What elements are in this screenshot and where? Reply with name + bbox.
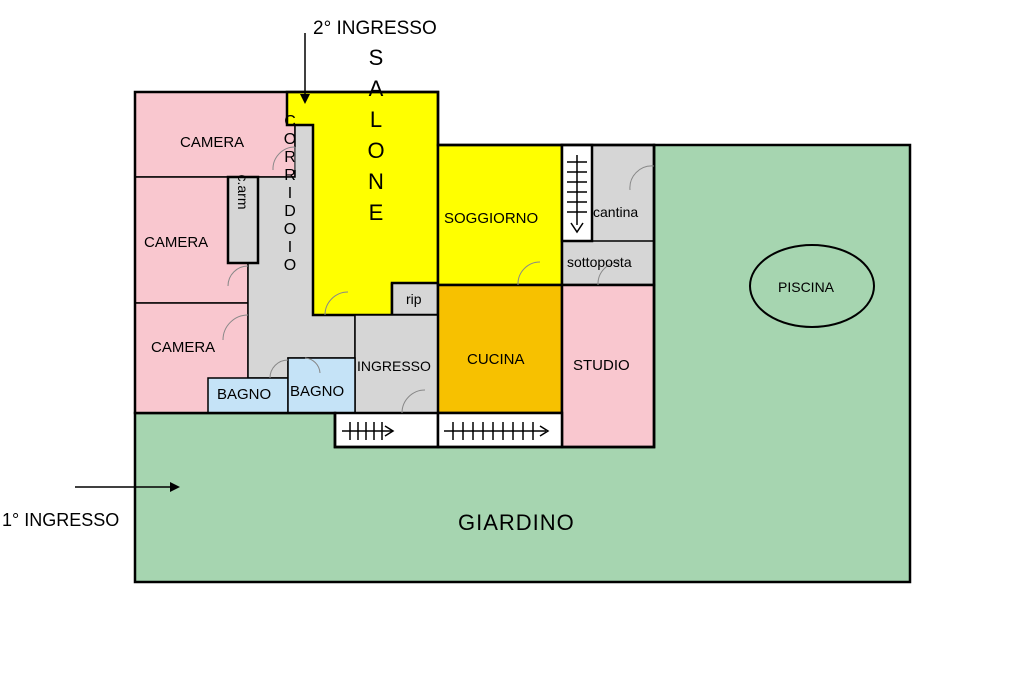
label-second-entrance: 2° INGRESSO — [313, 18, 437, 39]
label-sottoposta: sottoposta — [567, 254, 632, 270]
label-camera-1: CAMERA — [180, 134, 244, 151]
label-ingresso: INGRESSO — [357, 358, 431, 374]
label-cucina: CUCINA — [467, 351, 525, 368]
label-salone: SALONE — [364, 45, 389, 231]
label-closet: c.arm — [235, 175, 251, 210]
label-bagno-1: BAGNO — [217, 386, 271, 403]
label-cantina: cantina — [593, 204, 638, 220]
arrow-second-entrance-icon — [300, 33, 310, 104]
stairs-strip-right — [436, 411, 564, 449]
door-swings — [222, 146, 655, 414]
label-rip: rip — [406, 291, 422, 307]
label-corridoio: CORRIDOIO — [282, 113, 299, 275]
room-bagno-2 — [287, 357, 356, 414]
room-closet — [226, 175, 260, 265]
pool — [749, 244, 875, 328]
label-giardino: GIARDINO — [458, 510, 575, 535]
label-camera-3: CAMERA — [151, 339, 215, 356]
label-first-entrance: 1° INGRESSO — [2, 510, 119, 530]
label-studio: STUDIO — [573, 357, 630, 374]
house-outline — [133, 90, 656, 449]
label-soggiorno: SOGGIORNO — [444, 210, 538, 227]
room-bagno-1 — [207, 377, 289, 414]
room-rip — [390, 281, 440, 317]
stairs-vertical-icon — [567, 155, 587, 234]
label-bagno-2: BAGNO — [290, 383, 344, 400]
room-ingresso — [354, 314, 439, 414]
stairs-horizontal-right-icon — [444, 422, 550, 440]
stairs-horizontal-left-icon — [342, 422, 395, 440]
arrow-first-entrance-icon — [75, 482, 180, 492]
label-camera-2: CAMERA — [144, 234, 208, 251]
label-piscina: PISCINA — [778, 279, 835, 295]
room-cucina — [436, 283, 564, 415]
room-studio — [560, 283, 656, 449]
